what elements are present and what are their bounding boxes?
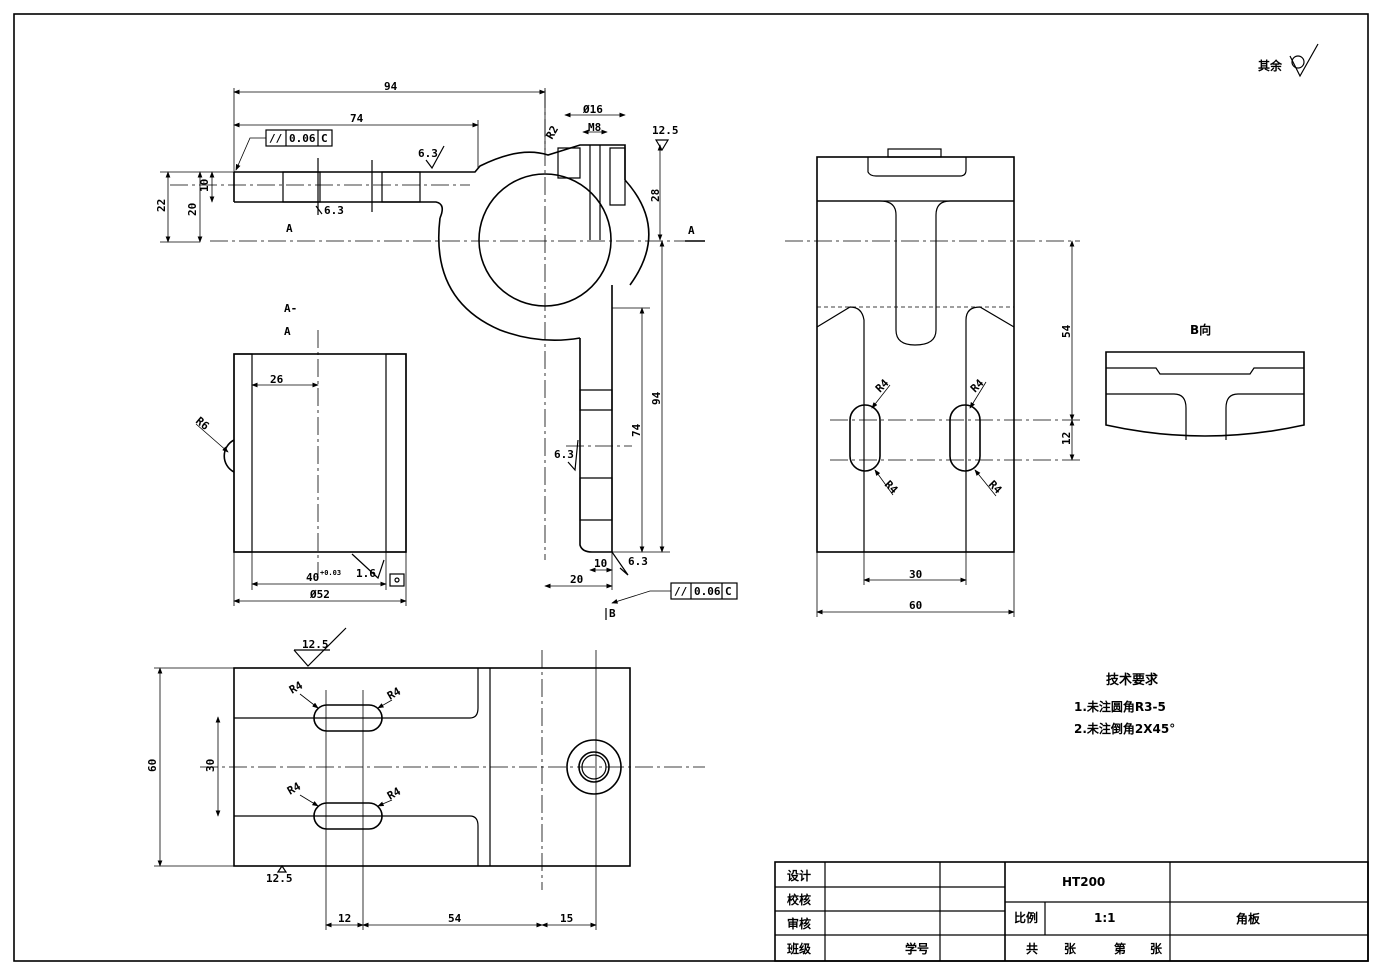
svg-text://: // <box>269 132 283 145</box>
slot-top <box>313 704 383 732</box>
dim-10-bottom: 10 <box>594 557 607 570</box>
dim-r4-bottom-b: R4 <box>385 685 403 703</box>
tb-material: HT200 <box>1062 875 1105 889</box>
dim-m8: M8 <box>588 121 601 134</box>
dim-54-side: 54 <box>1060 324 1073 338</box>
dim-phi16: Ø16 <box>582 103 603 116</box>
tb-student-no: 学号 <box>905 941 929 956</box>
other-roughness-label: 其余 <box>1258 58 1283 73</box>
dim-r4-bottom-c: R4 <box>285 780 303 798</box>
dim-r4-side-a: R4 <box>873 376 892 395</box>
dim-60-side: 60 <box>909 599 922 612</box>
roughness-6-3-b: 6.3 <box>324 204 344 217</box>
tb-sheet-unit2: 张 <box>1150 941 1163 956</box>
dim-r4-bottom-d: R4 <box>385 785 403 803</box>
tb-scale-value: 1:1 <box>1094 911 1116 925</box>
dim-r2: R2 <box>543 124 561 142</box>
svg-text:C: C <box>725 585 732 598</box>
section-title-line1: A- <box>284 302 297 315</box>
tb-class: 班级 <box>787 941 811 956</box>
dim-54-bottom: 54 <box>448 912 462 925</box>
dim-r4-side-c: R4 <box>882 478 901 497</box>
slot-bottom <box>313 802 383 830</box>
side-view: 54 12 30 60 R4 R4 R4 R4 <box>785 148 1080 617</box>
top-view: 94 74 22 20 10 Ø16 M8 R2 28 12.5 94 74 2… <box>155 80 738 620</box>
dim-15-bottom: 15 <box>560 912 573 925</box>
dim-74: 74 <box>350 112 364 125</box>
roughness-1-6: 1.6 <box>356 567 376 580</box>
b-view: B向 <box>1105 322 1305 440</box>
technical-requirements: 技术要求 1.未注圆角R3-5 2.未注倒角2X45° <box>1074 672 1175 736</box>
tb-design: 设计 <box>787 868 811 883</box>
general-roughness: 其余 <box>1258 43 1319 78</box>
dim-phi52: Ø52 <box>309 588 330 601</box>
b-view-label: B向 <box>1190 322 1211 337</box>
dim-94-vertical: 94 <box>650 391 663 405</box>
tb-scale-label: 比例 <box>1014 910 1038 925</box>
title-block: 设计 校核 审核 班级 学号 HT200 比例 1:1 角板 共 张 第 张 <box>774 861 1369 962</box>
roughness-6-3-c: 6.3 <box>554 448 574 461</box>
svg-text:0.06: 0.06 <box>289 132 316 145</box>
tb-sheet-unit1: 张 <box>1064 941 1077 956</box>
dim-12-side: 12 <box>1060 432 1073 445</box>
dim-12-bottom: 12 <box>338 912 351 925</box>
roughness-12-5-bottom-top: 12.5 <box>302 638 329 651</box>
dim-40: 40 <box>306 571 319 584</box>
section-title-line2: A <box>284 325 291 338</box>
roughness-6-3-d: 6.3 <box>628 555 648 568</box>
tech-item-1: 1.未注圆角R3-5 <box>1074 699 1166 714</box>
roughness-12-5-bottom-bot: 12.5 <box>266 872 293 885</box>
tb-sheet-no: 第 <box>1114 941 1126 956</box>
dim-30-side: 30 <box>909 568 922 581</box>
dim-94: 94 <box>384 80 398 93</box>
svg-text:C: C <box>321 132 328 145</box>
dim-30-bottom: 30 <box>204 759 217 772</box>
roughness-12-5-top: 12.5 <box>652 124 679 137</box>
dim-28: 28 <box>649 189 662 202</box>
dim-60-bottom: 60 <box>146 759 159 772</box>
dim-22: 22 <box>155 199 168 212</box>
tolerance-frame-top: // 0.06 C <box>235 129 333 171</box>
svg-text://: // <box>674 585 688 598</box>
dim-20-bottom: 20 <box>570 573 583 586</box>
dim-10: 10 <box>198 179 211 192</box>
view-mark-b: B <box>609 607 616 620</box>
tolerance-frame-bottom: // 0.06 C <box>611 582 738 604</box>
dim-20: 20 <box>186 203 199 216</box>
tb-sheet-total: 共 <box>1026 941 1038 956</box>
dim-74-vertical: 74 <box>630 423 643 437</box>
dim-r6: R6 <box>193 414 212 433</box>
tb-check: 校核 <box>787 892 811 907</box>
slot-left <box>849 404 881 472</box>
dim-r4-bottom-a: R4 <box>287 679 305 697</box>
bottom-view: 60 30 12 54 15 12.5 12.5 R4 R4 R4 R4 <box>146 627 705 930</box>
tech-title: 技术要求 <box>1106 672 1159 688</box>
slot-right <box>949 404 981 472</box>
section-mark-a-right: A <box>688 224 695 237</box>
tech-item-2: 2.未注倒角2X45° <box>1074 721 1175 736</box>
tb-part-name: 角板 <box>1236 911 1261 926</box>
section-mark-a-left: A <box>286 222 293 235</box>
sheet-border <box>13 13 1369 962</box>
roughness-6-3-a: 6.3 <box>418 147 438 160</box>
section-a-a: A- A 26 R6 40 +0.03 Ø52 1.6 <box>193 302 407 606</box>
tb-review: 审核 <box>787 916 811 931</box>
dim-26: 26 <box>270 373 284 386</box>
svg-text:0.06: 0.06 <box>694 585 721 598</box>
dim-40-tolerance: +0.03 <box>320 569 341 577</box>
